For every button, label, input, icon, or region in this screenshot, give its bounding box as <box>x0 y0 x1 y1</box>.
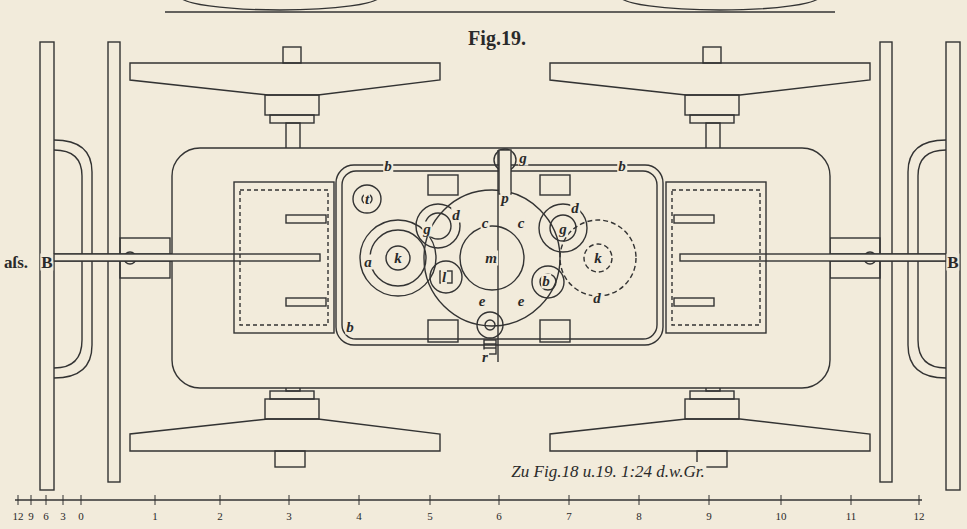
scale-number: 3 <box>285 511 293 522</box>
scale-number: 12 <box>12 511 25 522</box>
part-letter: r <box>481 350 489 365</box>
part-letter: e <box>517 294 526 309</box>
part-letter: d <box>570 201 580 216</box>
part-letter: d <box>451 208 461 223</box>
part-letter: c <box>517 216 526 231</box>
scale-number: 10 <box>775 511 788 522</box>
scale-number: 4 <box>355 511 363 522</box>
part-letter: a <box>363 255 373 270</box>
scale-number: 9 <box>27 511 35 522</box>
scale-number: 9 <box>705 511 713 522</box>
figure-title: Fig.19. <box>468 27 526 50</box>
part-letter: m <box>484 251 498 266</box>
part-letter: g <box>518 151 528 166</box>
scale-number: 11 <box>845 511 858 522</box>
frame-letter: B <box>40 254 53 271</box>
frame-letter: B <box>946 254 959 271</box>
scale-number: 8 <box>635 511 643 522</box>
part-letter: e <box>478 294 487 309</box>
part-letter: b <box>383 159 393 174</box>
scale-number: 2 <box>216 511 224 522</box>
part-letter: l <box>441 270 447 285</box>
part-letter: k <box>393 251 403 266</box>
scale-number: 6 <box>42 511 50 522</box>
scale-number: 12 <box>913 511 926 522</box>
part-letter: g <box>422 222 432 237</box>
scale-caption: Zu Fig.18 u.19. 1:24 d.w.Gr. <box>509 462 706 482</box>
part-letter: c <box>481 216 490 231</box>
part-letter: p <box>500 191 510 206</box>
scale-number: 3 <box>59 511 67 522</box>
part-letter: b <box>617 159 627 174</box>
part-letter: b <box>345 320 355 335</box>
part-letter: t <box>364 192 370 207</box>
scale-number: 0 <box>77 511 85 522</box>
cut-word: aſs. <box>3 254 29 271</box>
scale-number: 1 <box>151 511 159 522</box>
part-letter: b <box>541 274 551 289</box>
drawing-lines <box>15 0 960 505</box>
scale-number: 6 <box>495 511 503 522</box>
part-letter: k <box>593 251 603 266</box>
part-letter: g <box>558 222 568 237</box>
scale-number: 5 <box>426 511 434 522</box>
part-letter: d <box>592 291 602 306</box>
scale-number: 7 <box>565 511 573 522</box>
